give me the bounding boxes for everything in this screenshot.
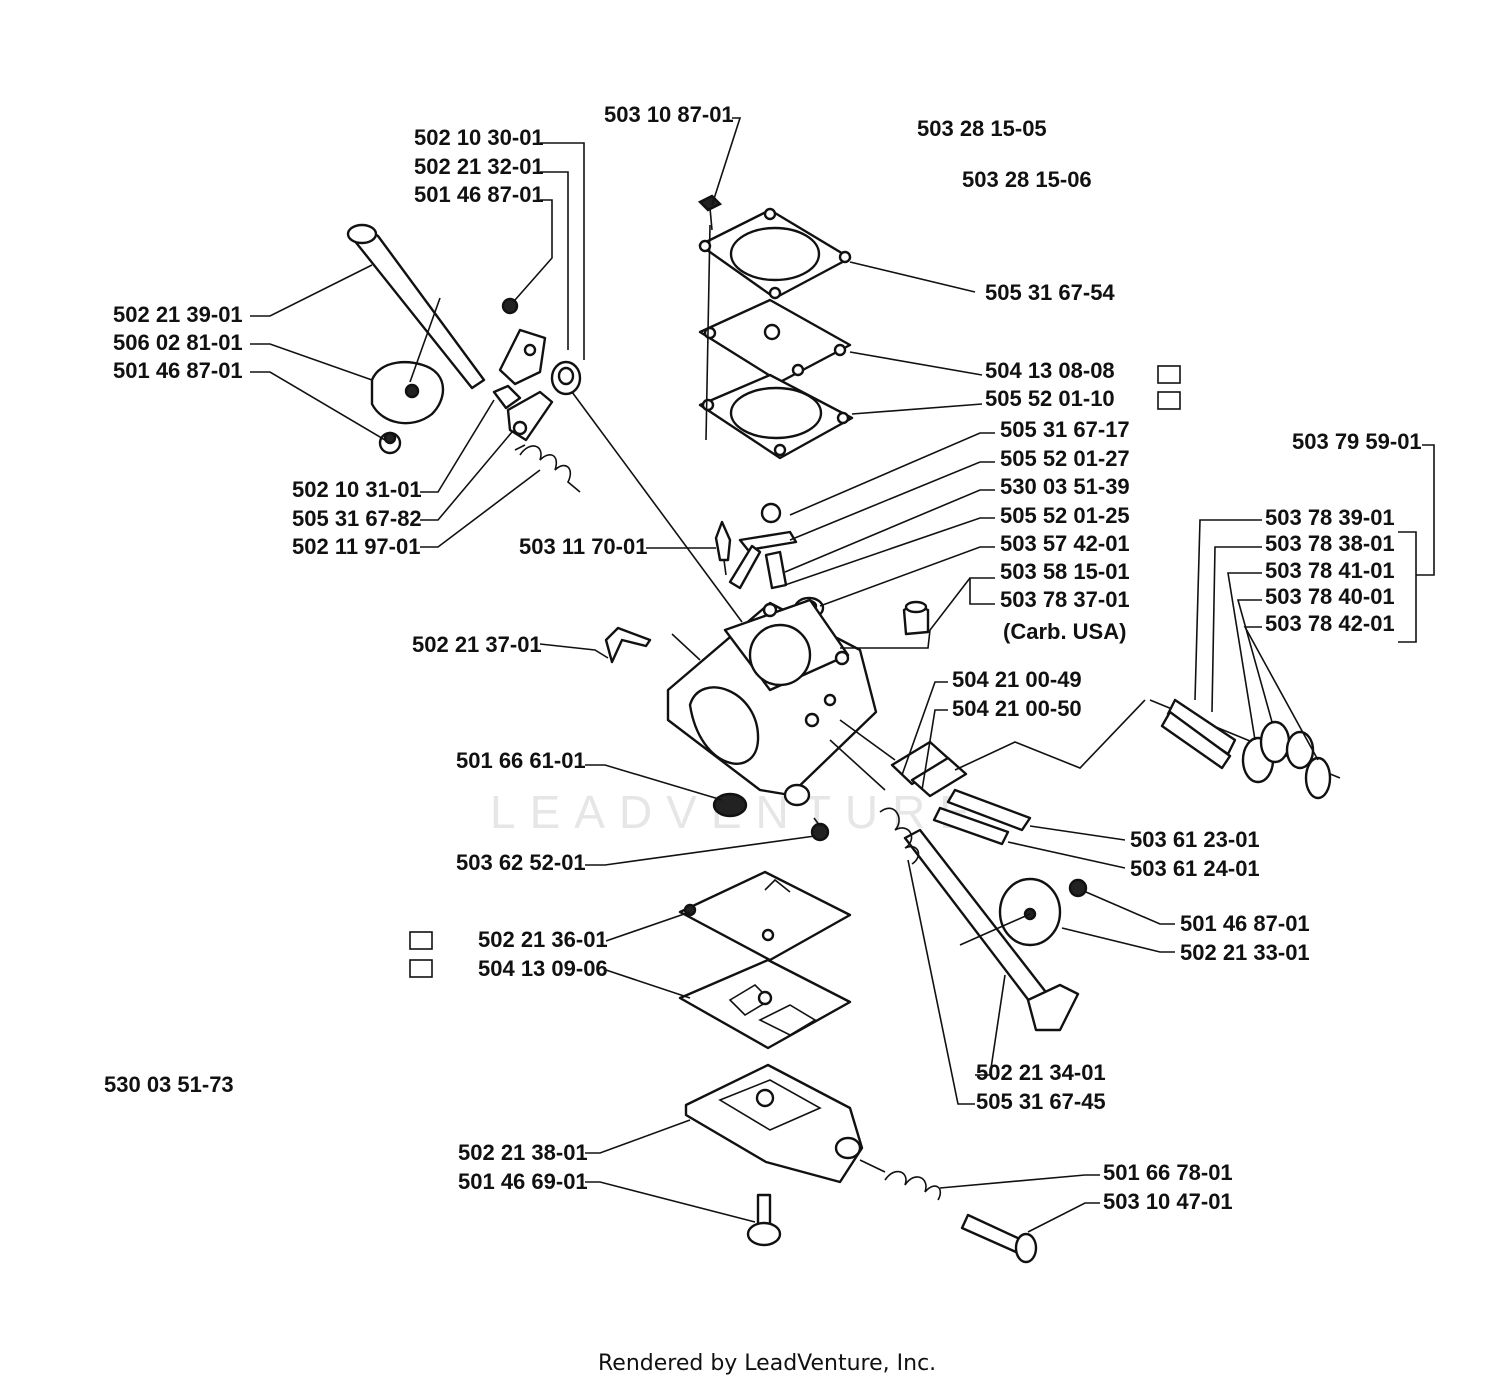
label-503-78-40-01: 503 78 40-01 [1265,584,1395,609]
metering-gasket [678,958,852,1050]
label-503-78-41-01: 503 78 41-01 [1265,558,1395,583]
label-505-31-67-54: 505 31 67-54 [985,280,1115,305]
option-box-pump-diaphragm [1157,365,1181,384]
label-503-58-15-01: 503 58 15-01 [1000,559,1130,584]
label-503-78-38-01: 503 78 38-01 [1265,531,1395,556]
option-box-metering-diaphragm [409,931,433,950]
label-505-52-01-27: 505 52 01-27 [1000,446,1130,471]
label-506-02-81-01: 506 02 81-01 [113,330,243,355]
carburetor-body [666,598,878,797]
inlet-needle [714,520,732,576]
label-501-46-69-01: 501 46 69-01 [458,1169,588,1194]
label-503-61-23-01: 503 61 23-01 [1130,827,1260,852]
label-502-21-36-01: 502 21 36-01 [478,927,608,952]
return-spring [514,444,581,493]
throttle-valve-screw [378,431,402,455]
carb-usa-note: (Carb. USA) [1003,619,1126,644]
label-503-79-59-01: 503 79 59-01 [1292,429,1422,454]
label-504-13-08-08: 504 13 08-08 [985,358,1115,383]
label-503-78-42-01: 503 78 42-01 [1265,611,1395,636]
label-502-21-38-01: 502 21 38-01 [458,1140,588,1165]
label-505-31-67-82: 505 31 67-82 [292,506,422,531]
option-box-metering-gasket [409,959,433,978]
label-505-31-67-17: 505 31 67-17 [1000,417,1130,442]
label-502-21-32-01: 502 21 32-01 [414,154,544,179]
label-503-28-15-05: 503 28 15-05 [917,116,1047,141]
label-503-57-42-01: 503 57 42-01 [1000,531,1130,556]
pump-diaphragm [698,298,852,384]
label-504-21-00-50: 504 21 00-50 [952,696,1082,721]
fixed-jet [902,600,930,636]
label-502-10-30-01: 502 10 30-01 [414,125,544,150]
label-505-52-01-10: 505 52 01-10 [985,386,1115,411]
label-501-46-87-01-left: 501 46 87-01 [113,358,243,383]
label-502-21-37-01: 502 21 37-01 [412,632,542,657]
pump-gasket [698,373,854,460]
lever-pin [604,626,652,664]
label-503-61-24-01: 503 61 24-01 [1130,856,1260,881]
label-504-21-00-49: 504 21 00-49 [952,667,1082,692]
label-503-11-70-01: 503 11 70-01 [519,534,647,559]
footer-credit: Rendered by LeadVenture, Inc. [598,1351,936,1376]
label-501-46-87-01-choke: 501 46 87-01 [1180,911,1310,936]
idle-screw-assembly [859,1159,1038,1264]
throttle-valve [370,297,445,425]
label-503-10-87-01: 503 10 87-01 [604,102,734,127]
label-501-66-78-01: 501 66 78-01 [1103,1160,1233,1185]
throttle-shaft [346,223,486,390]
label-501-46-87-01-top: 501 46 87-01 [414,182,544,207]
label-505-52-01-25: 505 52 01-25 [1000,503,1130,528]
label-502-21-33-01: 502 21 33-01 [1180,940,1310,965]
label-503-10-47-01: 503 10 47-01 [1103,1189,1233,1214]
limiter-caps [1149,698,1341,800]
label-502-21-39-01: 502 21 39-01 [113,302,243,327]
metering-cover-screw [746,1193,782,1247]
metering-diaphragm [678,870,852,962]
part-labels: 503 10 87-01 503 28 15-05 503 28 15-06 5… [104,102,1422,1214]
label-530-03-51-73: 530 03 51-73 [104,1072,234,1097]
label-503-78-39-01: 503 78 39-01 [1265,505,1395,530]
metering-lever-set [728,502,798,590]
choke-shaft [879,807,1080,1032]
option-box-pump-gasket [1157,391,1181,410]
label-502-11-97-01: 502 11 97-01 [292,534,420,559]
label-502-21-34-01: 502 21 34-01 [976,1060,1106,1085]
leader-lines [250,117,1435,1233]
assembly-guide-line [705,224,711,441]
label-503-62-52-01: 503 62 52-01 [456,850,586,875]
bushing-leader-line [571,391,743,623]
cover-screw [697,194,723,231]
pump-cover-plate [698,207,852,300]
label-501-66-61-01: 501 66 61-01 [456,748,586,773]
label-503-78-37-01: 503 78 37-01 [1000,587,1130,612]
label-503-28-15-06: 503 28 15-06 [962,167,1092,192]
label-530-03-51-39: 530 03 51-39 [1000,474,1130,499]
choke-lever [498,297,547,386]
part-drawings [346,194,1341,1264]
label-502-10-31-01: 502 10 31-01 [292,477,422,502]
label-504-13-09-06: 504 13 09-06 [478,956,608,981]
body-screw [810,817,830,842]
choke-bushing [550,360,582,396]
choke-valve [959,877,1088,947]
label-505-31-67-45: 505 31 67-45 [976,1089,1106,1114]
adjusting-needles [829,699,1146,846]
metering-cover [684,1063,864,1184]
throttle-lever [492,384,554,442]
